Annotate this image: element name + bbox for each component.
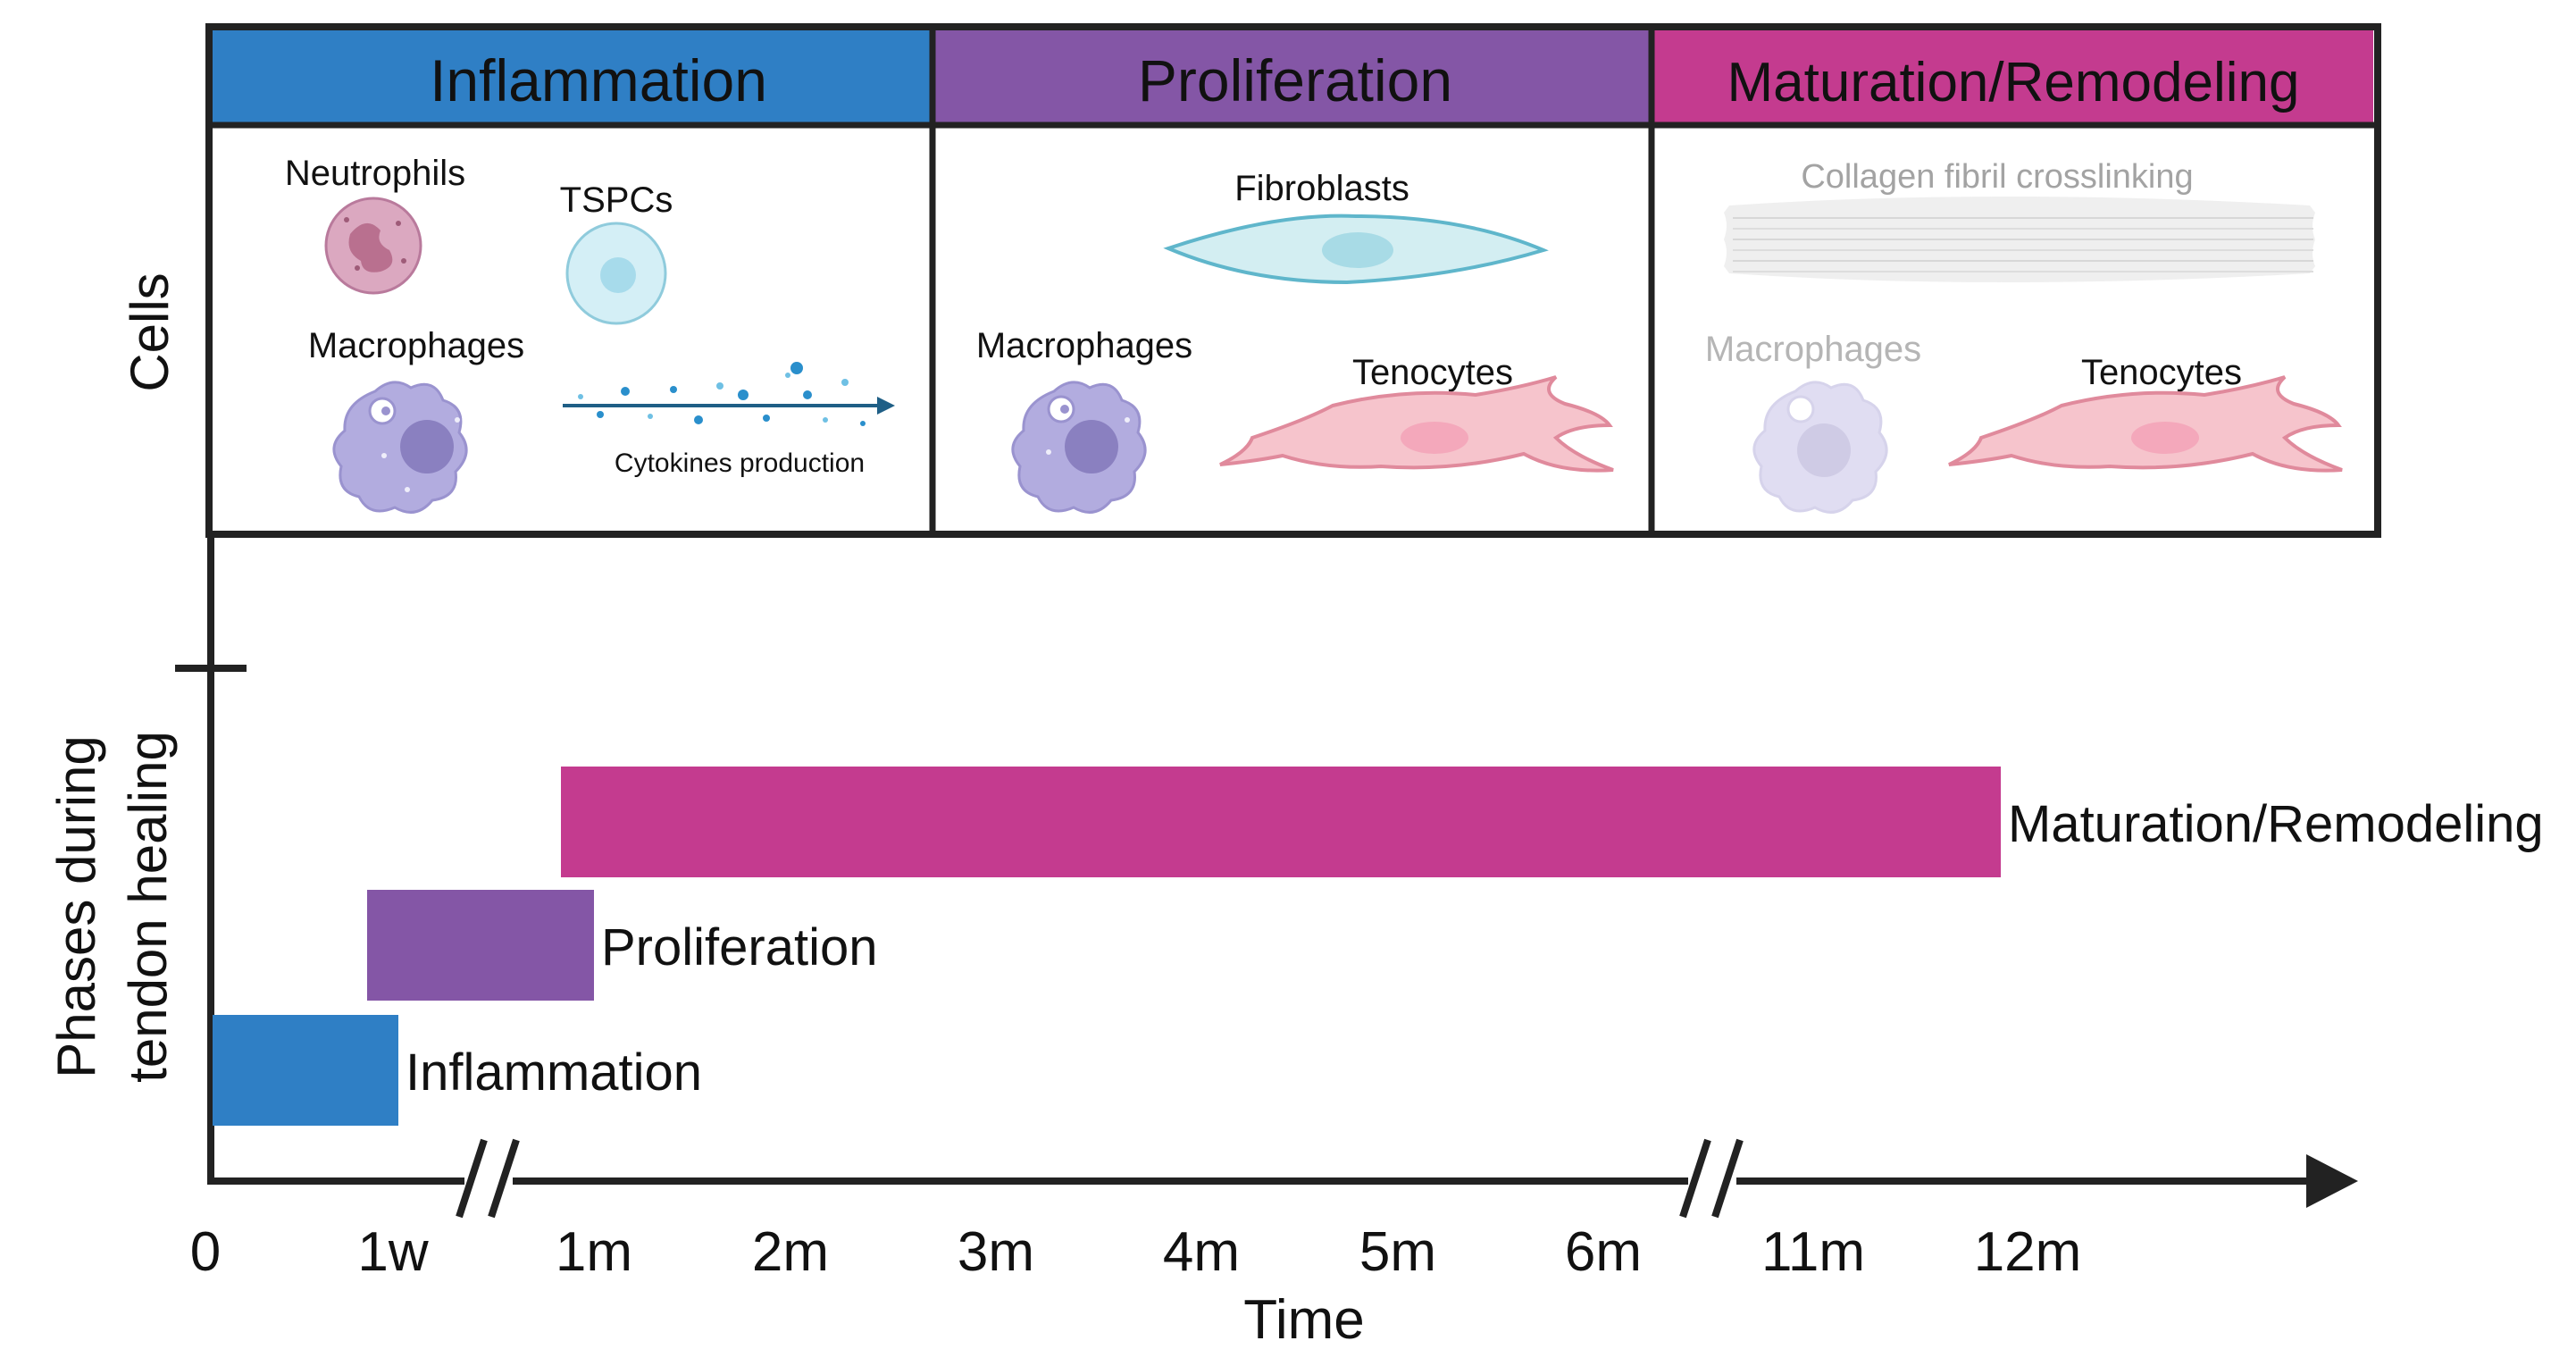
cells-table-frame	[205, 23, 2381, 538]
y-axis-label-line2: tendon healing	[118, 731, 178, 1083]
phase-bars: Inflammation Proliferation Maturation/Remo…	[213, 767, 2544, 1126]
x-tick-label-3m: 3m	[958, 1221, 1034, 1283]
x-tick-label-12m: 12m	[1974, 1221, 2082, 1283]
x-axis-label: Time	[1243, 1289, 1364, 1351]
x-tick-label-0: 0	[190, 1221, 221, 1283]
x-tick-label-4m: 4m	[1163, 1221, 1240, 1283]
header-label-inflammation: Inflammation	[430, 47, 767, 113]
x-tick-label-1w: 1w	[357, 1221, 428, 1283]
axis-break-1	[456, 1138, 520, 1219]
macrophage-icon-inflammation	[332, 381, 468, 514]
bar-label-maturation-remodeling: Maturation/Remodeling	[2008, 795, 2544, 853]
bar-label-proliferation: Proliferation	[601, 918, 877, 976]
x-tick-labels: 0 1w 1m 2m 3m 4m 5m 6m 11m 12m	[190, 1221, 2082, 1283]
x-tick-label-11m: 11m	[1761, 1221, 1865, 1283]
bar-maturation-remodeling	[561, 767, 2001, 877]
collagen-fibril-icon	[1724, 197, 2315, 282]
tspc-icon	[565, 222, 667, 325]
label-macrophages-proliferation: Macrophages	[976, 326, 1192, 365]
header-label-remodeling: Maturation/Remodeling	[1727, 52, 2299, 113]
neutrophil-icon	[324, 197, 422, 295]
header-band-inflammation	[212, 28, 931, 122]
label-cytokines: Cytokines production	[615, 448, 865, 478]
x-tick-label-5m: 5m	[1359, 1221, 1436, 1283]
label-fibroblasts: Fibroblasts	[1234, 169, 1409, 208]
macrophage-icon-proliferation	[1011, 381, 1147, 514]
cytokines-arrow-icon	[563, 362, 895, 426]
bar-inflammation	[213, 1015, 398, 1126]
x-axis-arrowhead	[2306, 1154, 2358, 1208]
bar-proliferation	[367, 890, 594, 1001]
tenocyte-icon-proliferation	[1219, 375, 1614, 473]
label-macrophages-inflammation: Macrophages	[308, 326, 524, 365]
tenocyte-icon-remodeling	[1948, 375, 2343, 473]
fibroblast-icon	[1163, 214, 1549, 285]
header-label-proliferation: Proliferation	[1138, 47, 1452, 113]
label-tspcs: TSPCs	[560, 180, 673, 220]
x-tick-label-2m: 2m	[752, 1221, 829, 1283]
x-tick-label-6m: 6m	[1565, 1221, 1642, 1283]
label-macrophages-remodeling: Macrophages	[1705, 330, 1921, 369]
header-band-proliferation	[935, 28, 1650, 122]
label-collagen: Collagen fibril crosslinking	[1801, 158, 2193, 196]
cells-row-label: Cells	[120, 272, 180, 391]
axis-break-2	[1679, 1138, 1744, 1219]
label-tenocytes-proliferation: Tenocytes	[1352, 353, 1513, 392]
label-tenocytes-remodeling: Tenocytes	[2081, 353, 2242, 392]
macrophage-icon-remodeling	[1752, 381, 1888, 514]
x-tick-label-1m: 1m	[556, 1221, 632, 1283]
header-band-remodeling	[1654, 28, 2373, 122]
bar-label-inflammation: Inflammation	[406, 1043, 702, 1102]
y-axis-label-line1: Phases during	[46, 735, 106, 1078]
label-neutrophils: Neutrophils	[285, 154, 465, 193]
